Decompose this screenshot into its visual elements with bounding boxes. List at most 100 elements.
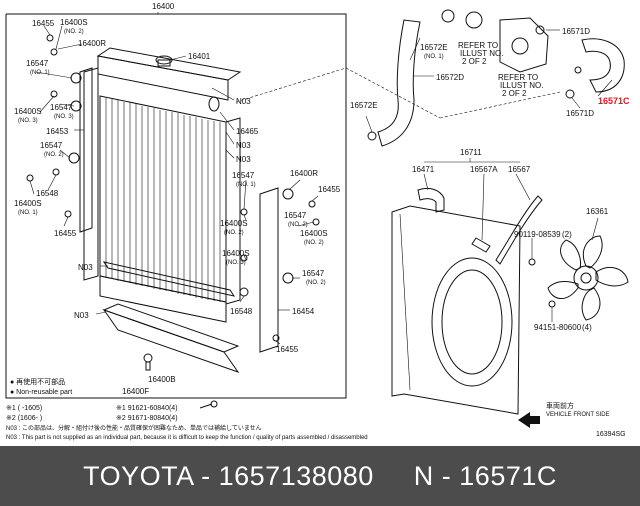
label-refer-2c: 2 OF 2 <box>502 89 527 98</box>
upper-hose <box>377 19 421 147</box>
front-en: VEHICLE FRONT SIDE <box>546 412 610 418</box>
label-16455-right-lower: 16455 <box>276 345 299 354</box>
label-16400s-right-b-note: (NO. 2) <box>304 240 324 246</box>
label-refer-1c: 2 OF 2 <box>462 57 487 66</box>
label-refer-1: REFER TO <box>458 41 498 50</box>
label-16471: 16471 <box>412 165 435 174</box>
label-16547-no1-note: (NO. 1) <box>30 70 50 76</box>
label-94151: 94151-80600 <box>534 323 582 332</box>
label-refer-2b: ILLUST NO. <box>500 81 543 90</box>
note-3: ※1 91621-60840(4) <box>116 405 178 412</box>
label-16547-no3-note: (NO. 3) <box>54 114 74 120</box>
radiator-core-fins <box>105 98 221 302</box>
note-1: ※1 ( -1605) <box>6 405 42 412</box>
label-16547-no2-right-b: 16547 <box>302 269 325 278</box>
label-16567: 16567 <box>508 165 531 174</box>
cooling-fan <box>547 235 629 321</box>
note-n03-jp: N03 : この部品は、分解・組付け後の性能・品質確保が困難なため、単品では補給… <box>6 424 262 432</box>
label-16547-no1-right: 16547 <box>232 171 255 180</box>
label-n03-5: N03 <box>74 311 89 320</box>
label-16547-no3: 16547 <box>50 103 73 112</box>
grommet-left-7 <box>52 168 60 176</box>
grommet-right-1 <box>240 208 248 216</box>
label-n03-3: N03 <box>236 155 251 164</box>
note-2: ※2 (1606- ) <box>6 415 42 422</box>
label-16572e-top-note: (NO. 1) <box>424 54 444 60</box>
grommet-right-7 <box>239 287 249 297</box>
lower-seal-strip <box>102 261 236 297</box>
label-16400r-left: 16400R <box>78 39 106 48</box>
label-16401: 16401 <box>188 52 211 61</box>
drain-cock <box>143 353 153 363</box>
label-16400s-no3-note: (NO. 3) <box>18 118 38 124</box>
label-n03-2: N03 <box>236 141 251 150</box>
label-16400s-no3: 16400S <box>14 107 42 116</box>
label-16400b: 16400B <box>148 375 176 384</box>
label-16547-no2-left: 16547 <box>40 141 63 150</box>
label-16400s-right-c-note: (NO. 3) <box>226 260 246 266</box>
grommet-left-4 <box>50 90 58 98</box>
label-16547-no2-left-note: (NO. 2) <box>44 152 64 158</box>
left-support <box>79 67 93 233</box>
label-16547-no2-right-a-note: (NO. 2) <box>288 222 308 228</box>
label-16455-lower-left: 16455 <box>54 229 77 238</box>
label-16567a: 16567A <box>470 165 498 174</box>
label-94151-qty: (4) <box>582 323 592 332</box>
lower-tank <box>99 275 227 323</box>
part-number-footer: TOYOTA - 1657138080 N - 16571C <box>0 446 640 506</box>
fan-shroud <box>391 205 521 415</box>
label-16572e-top: 16572E <box>420 43 448 52</box>
grommet-left-5 <box>70 100 82 112</box>
grommet-left-8 <box>64 210 72 218</box>
radiator-cap <box>155 55 173 65</box>
lower-drain-tray <box>102 309 240 373</box>
grommet-right-3 <box>308 200 316 208</box>
diagram-code: 16394SG <box>596 431 626 438</box>
label-16547-no1-right-note: (NO. 1) <box>236 182 256 188</box>
radiator-side-left <box>83 67 99 281</box>
label-16453: 16453 <box>46 127 69 136</box>
label-16548-right: 16548 <box>230 307 253 316</box>
label-16400s-right-a: 16400S <box>220 219 248 228</box>
note-n03-en: N03 : This part is not supplied as an in… <box>6 435 368 441</box>
label-16400s-no1: 16400S <box>14 199 42 208</box>
upper-tank-top <box>96 47 242 81</box>
label-16400s-right-b: 16400S <box>300 229 328 238</box>
label-16711: 16711 <box>460 148 482 157</box>
grommet-left-1 <box>46 34 54 42</box>
label-16571d-lower: 16571D <box>566 109 594 118</box>
label-n03-1: N03 <box>236 97 251 106</box>
parts-diagram: 16400 16455 16400S (NO. 2) 16400R 16401 … <box>5 2 631 441</box>
legend-en: ● Non-reusable part <box>10 389 72 396</box>
radiator-group-frame <box>5 13 347 399</box>
label-16572d: 16572D <box>436 73 464 82</box>
upper-tank <box>97 55 229 101</box>
label-16571c-highlight: 16571C <box>598 96 630 106</box>
label-16571d-top: 16571D <box>562 27 590 36</box>
label-16455-right: 16455 <box>318 185 341 194</box>
label-16361: 16361 <box>586 207 609 216</box>
label-16572e-lower: 16572E <box>350 101 378 110</box>
label-16454: 16454 <box>292 307 315 316</box>
label-16465: 16465 <box>236 127 259 136</box>
label-16547-no2-right-b-note: (NO. 2) <box>306 280 326 286</box>
label-16400f: 16400F <box>122 387 149 396</box>
legend-jp: ● 再使用不可部品 <box>10 377 65 386</box>
label-16547-no1: 16547 <box>26 59 49 68</box>
label-16400s-right-c: 16400S <box>222 249 250 258</box>
vehicle-front-arrow <box>518 412 540 428</box>
front-jp: 車両前方 <box>546 401 574 410</box>
footer-part-number: TOYOTA - 1657138080 N - 16571C <box>83 460 557 491</box>
lower-hose <box>581 38 625 93</box>
label-90119: 90119-08539 <box>514 230 561 239</box>
label-16548-left: 16548 <box>36 189 59 198</box>
label-n03-4: N03 <box>78 263 93 272</box>
radiator-core <box>99 95 227 303</box>
right-support <box>259 187 279 353</box>
label-refer-2: REFER TO <box>498 73 538 82</box>
label-90119-qty: (2) <box>562 230 572 239</box>
label-16547-no2-right-a: 16547 <box>284 211 307 220</box>
label-16400s-right-a-note: (NO. 2) <box>224 230 244 236</box>
grommet-left-2 <box>50 48 58 56</box>
